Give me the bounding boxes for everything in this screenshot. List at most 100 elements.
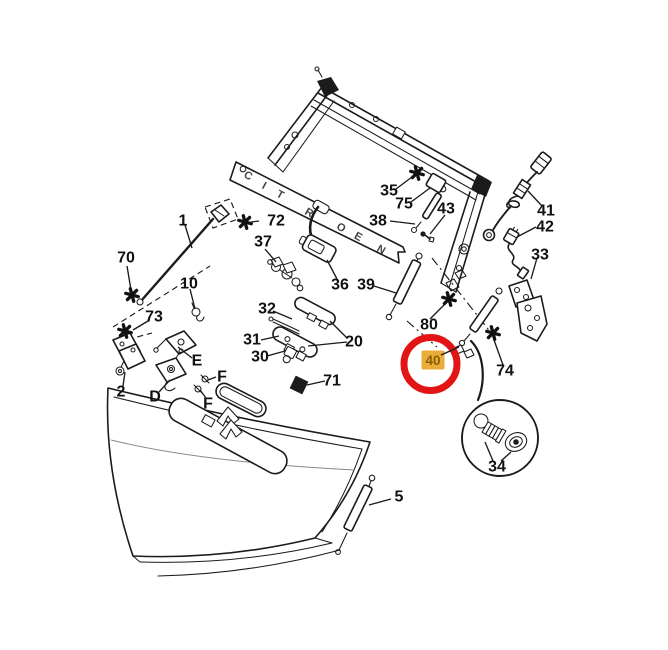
fastener-stars-layer <box>117 165 501 341</box>
part-label-20[interactable]: 20 <box>345 334 363 351</box>
wiring-harness-41 <box>482 151 552 242</box>
part-label-31[interactable]: 31 <box>243 332 261 349</box>
leader-line <box>373 285 397 294</box>
leader-line <box>389 220 416 225</box>
part-label-75[interactable]: 75 <box>395 196 413 213</box>
part-label-32[interactable]: 32 <box>258 301 276 318</box>
part-label-74[interactable]: 74 <box>496 363 514 380</box>
tailgate-window-frame <box>267 66 492 293</box>
leader-line <box>272 310 293 320</box>
part-label-80[interactable]: 80 <box>420 317 438 334</box>
citroen-chevron-logo <box>216 406 243 440</box>
leader-line <box>158 379 171 393</box>
bulb-holder-30 <box>282 346 297 364</box>
lamp-strip-31 <box>272 326 318 362</box>
highlighted-part-number[interactable]: 40 <box>425 353 440 368</box>
fastener-star-icon <box>485 325 501 341</box>
part-label-42[interactable]: 42 <box>536 219 554 236</box>
gas-strut-right <box>458 287 503 347</box>
selected-part-highlight[interactable]: 40 <box>400 334 461 394</box>
handle-part-36 <box>298 234 337 263</box>
leader-line <box>329 320 348 339</box>
leader-line <box>530 257 538 280</box>
leader-line <box>395 176 413 190</box>
handle-trim-strip <box>215 382 267 418</box>
part-label-D[interactable]: D <box>149 389 161 406</box>
lamp-strip-32 <box>268 296 336 335</box>
part-label-E[interactable]: E <box>192 353 203 370</box>
leader-line <box>177 346 193 359</box>
lower-tailgate-panel <box>106 382 371 577</box>
pad-part-75 <box>425 172 447 194</box>
part-label-71[interactable]: 71 <box>323 373 341 390</box>
leader-line <box>306 380 326 386</box>
part-label-38[interactable]: 38 <box>369 213 387 230</box>
detail-callout-34 <box>461 399 539 477</box>
part-label-73[interactable]: 73 <box>145 309 163 326</box>
strip-letter: I <box>260 180 268 192</box>
part-label-1[interactable]: 1 <box>179 213 188 230</box>
part-label-33[interactable]: 33 <box>531 247 549 264</box>
part-label-36[interactable]: 36 <box>331 277 349 294</box>
detail-pointer-curve <box>469 339 484 402</box>
leader-line <box>260 335 280 341</box>
leader-line <box>250 220 260 223</box>
leader-line <box>199 389 207 399</box>
part-label-39[interactable]: 39 <box>357 277 375 294</box>
leader-line <box>493 339 504 366</box>
leader-line <box>410 187 431 203</box>
highlight-ring <box>400 334 461 394</box>
clip-part-10 <box>191 302 205 322</box>
connector-42 <box>502 226 530 280</box>
leader-line <box>207 376 217 381</box>
latch-part-D <box>155 348 187 392</box>
leader-line <box>184 224 193 249</box>
support-rod-1 <box>136 198 239 306</box>
leader-line <box>440 346 460 356</box>
gas-strut-5 <box>335 474 376 555</box>
part-label-72[interactable]: 72 <box>267 213 285 230</box>
fastener-star-icon <box>117 323 133 339</box>
part-label-41[interactable]: 41 <box>537 203 555 220</box>
gas-strut-39 <box>385 252 423 321</box>
part-label-F[interactable]: F <box>203 396 213 413</box>
leader-line <box>368 498 392 506</box>
leader-line <box>132 320 149 331</box>
part-label-F[interactable]: F <box>217 369 227 386</box>
leader-line <box>429 214 446 235</box>
bolt-part-43 <box>420 231 435 243</box>
striker-part-2 <box>112 332 146 376</box>
strip-letter: T <box>274 188 286 202</box>
part-label-70[interactable]: 70 <box>117 250 135 267</box>
leader-line <box>122 371 126 387</box>
leader-line <box>266 350 286 357</box>
leader-line <box>484 441 494 462</box>
fastener-star-icon <box>124 287 140 303</box>
leader-line <box>126 265 132 291</box>
part-label-10[interactable]: 10 <box>180 276 198 293</box>
part-label-35[interactable]: 35 <box>380 183 398 200</box>
highlight-box[interactable] <box>421 350 445 370</box>
pad-part-71 <box>289 375 309 395</box>
leader-lines-layer <box>122 176 543 506</box>
part-label-5[interactable]: 5 <box>395 489 404 506</box>
part-label-37[interactable]: 37 <box>254 234 272 251</box>
hinge-bracket-33 <box>508 279 548 342</box>
leader-line <box>307 341 348 347</box>
screws-part-F <box>193 374 210 394</box>
part-label-30[interactable]: 30 <box>251 349 269 366</box>
leader-line <box>264 248 277 263</box>
gas-strut-38 <box>410 185 447 234</box>
part-label-2[interactable]: 2 <box>117 384 126 401</box>
part-label-34[interactable]: 34 <box>488 459 506 476</box>
leader-line <box>326 259 338 280</box>
leader-line <box>516 226 537 238</box>
part-label-43[interactable]: 43 <box>437 201 455 218</box>
fastener-star-icon <box>441 291 457 307</box>
leader-line <box>500 451 512 462</box>
fastener-star-icon <box>237 214 253 230</box>
